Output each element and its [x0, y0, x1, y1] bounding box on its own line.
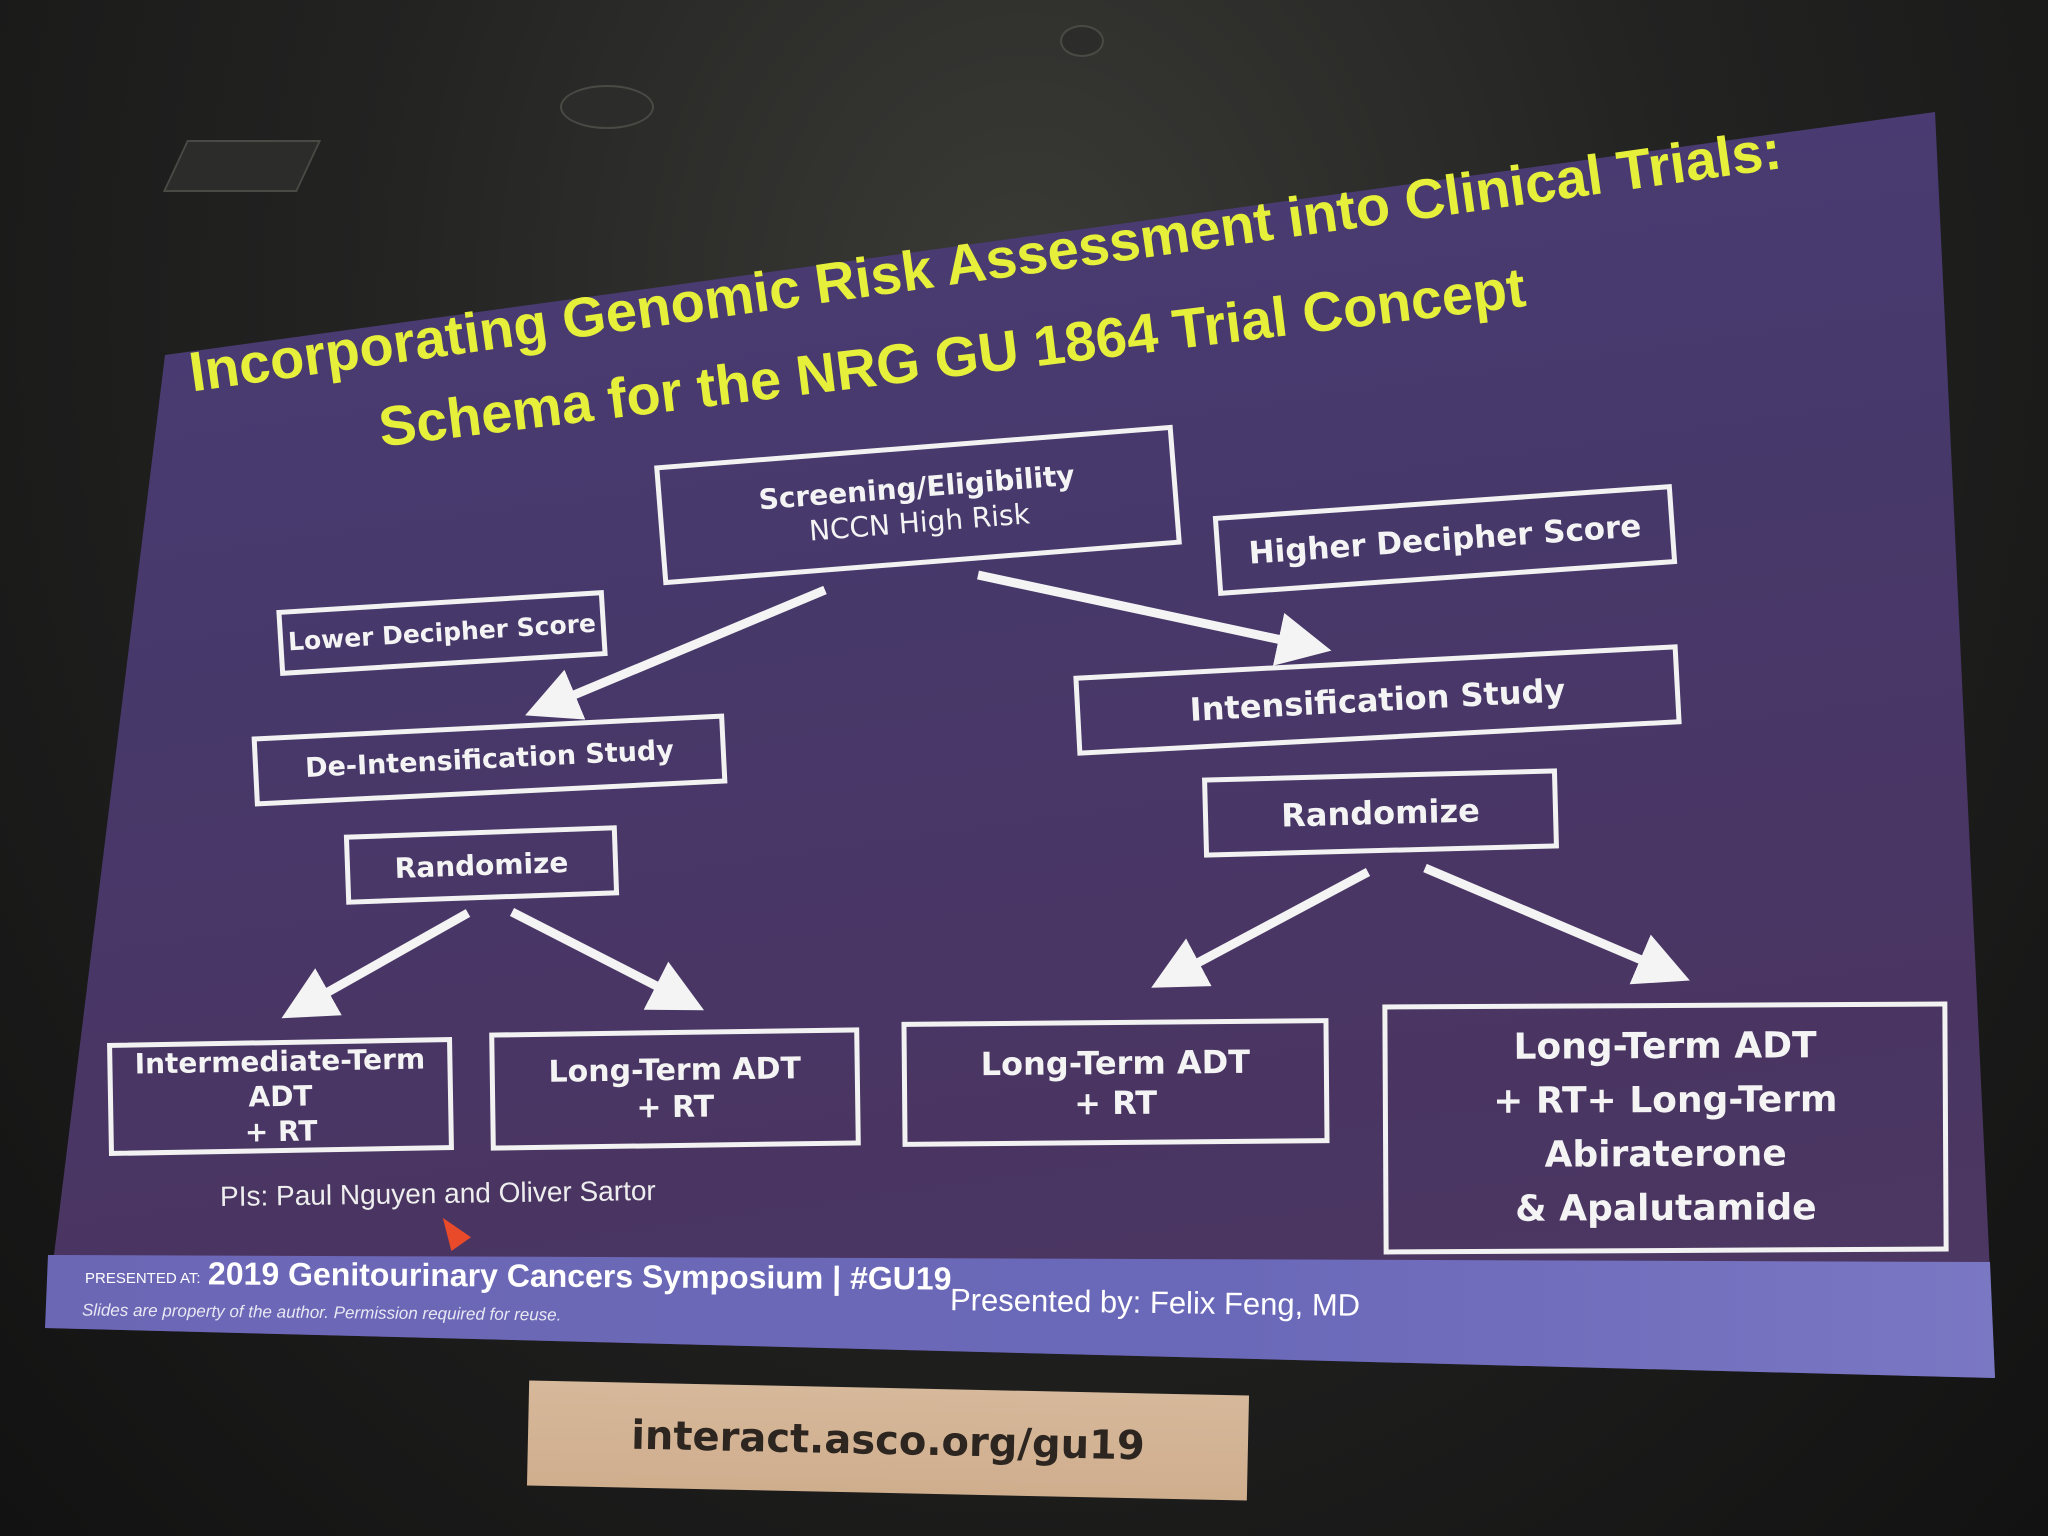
arm4-line3: Abiraterone: [1544, 1133, 1787, 1176]
randomize-right-label: Randomize: [1280, 791, 1481, 835]
arm2-box: Long-Term ADT + RT: [489, 1027, 861, 1151]
arm2-line1: Long-Term ADT: [548, 1050, 802, 1090]
lower-decipher-label: Lower Decipher Score: [287, 608, 597, 657]
deintensification-label: De-Intensification Study: [304, 735, 675, 785]
ceiling-sprinkler: [1060, 25, 1104, 57]
arm2-line2: + RT: [636, 1089, 715, 1126]
arm1-line1: Intermediate-Term ADT: [134, 1042, 426, 1114]
arrow-to-arm3: [1151, 868, 1371, 988]
randomize-left-box: Randomize: [343, 825, 620, 905]
url-sign: interact.asco.org/gu19: [526, 1380, 1250, 1501]
randomize-right-box: Randomize: [1202, 768, 1559, 858]
arm3-line2: + RT: [1074, 1083, 1158, 1122]
arm4-line1: Long-Term ADT: [1513, 1025, 1817, 1068]
presenter-name: Presented by: Felix Feng, MD: [949, 1282, 1361, 1323]
arm3-box: Long-Term ADT + RT: [901, 1018, 1330, 1147]
arm1-line2: + RT: [244, 1114, 318, 1149]
arm3-line1: Long-Term ADT: [980, 1042, 1251, 1083]
arm1-box: Intermediate-Term ADT + RT: [107, 1036, 454, 1157]
url-sign-text: interact.asco.org/gu19: [630, 1412, 1146, 1469]
arrow-to-intensification: [977, 570, 1332, 666]
ceiling-speaker: [560, 85, 654, 129]
arrow-to-arm1: [281, 909, 471, 1019]
arrow-to-arm2: [509, 907, 705, 1011]
symposium-name: 2019 Genitourinary Cancers Symposium | #…: [207, 1255, 952, 1297]
arrow-to-deintensification: [525, 585, 827, 720]
arm4-box: Long-Term ADT + RT+ Long-Term Abirateron…: [1382, 1001, 1949, 1255]
higher-decipher-label: Higher Decipher Score: [1247, 507, 1643, 572]
intensification-label: Intensification Study: [1188, 671, 1567, 729]
randomize-left-label: Randomize: [394, 845, 569, 885]
principal-investigators: PIs: Paul Nguyen and Oliver Sartor: [219, 1174, 656, 1213]
arrow-to-arm4: [1423, 863, 1690, 985]
arm4-line4: & Apalutamide: [1515, 1187, 1817, 1230]
arm4-line2: + RT+ Long-Term: [1493, 1079, 1838, 1122]
presented-at-label: PRESENTED AT:: [85, 1270, 201, 1287]
